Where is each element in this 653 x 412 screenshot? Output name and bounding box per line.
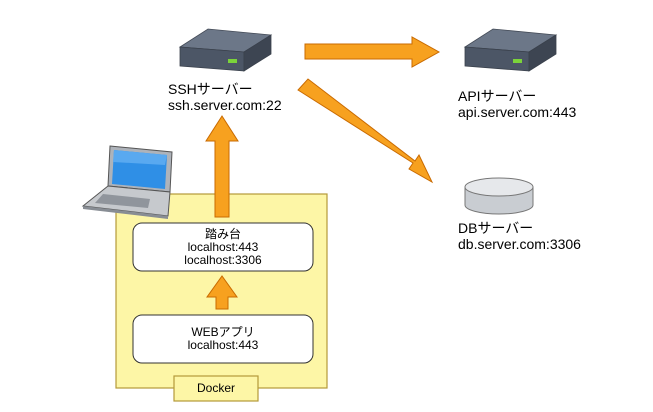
web-app-box — [132, 314, 314, 364]
stepping-stone-label: 踏み台 localhost:443 localhost:3306 — [133, 228, 313, 267]
db-server-label: DBサーバー db.server.com:3306 — [458, 220, 581, 252]
db-server-title: DBサーバー — [458, 220, 534, 236]
web-app-port: localhost:443 — [187, 338, 259, 352]
docker-label: Docker — [196, 381, 235, 395]
arrow-ssh-to-api — [304, 36, 441, 68]
ssh-server-label: SSHサーバー ssh.server.com:22 — [168, 81, 282, 113]
docker-label-box — [173, 375, 259, 402]
stepping-stone-port-3306: localhost:3306 — [184, 253, 262, 267]
api-server-title: APIサーバー — [458, 88, 537, 104]
db-server-host: db.server.com:3306 — [458, 236, 581, 252]
web-app-label: WEBアプリ localhost:443 — [133, 326, 313, 352]
arrow-webapp-to-stepping-stone — [206, 275, 238, 310]
ssh-server-icon — [178, 28, 273, 72]
laptop-icon — [81, 145, 173, 219]
arrow-stepping-stone-to-ssh — [205, 115, 239, 218]
stepping-stone-box — [132, 222, 314, 272]
web-app-title: WEBアプリ — [191, 325, 255, 339]
db-server-icon — [464, 177, 534, 215]
stepping-stone-title: 踏み台 — [204, 227, 241, 241]
api-server-host: api.server.com:443 — [458, 104, 577, 120]
arrow-ssh-to-db — [297, 78, 434, 184]
stepping-stone-port-443: localhost:443 — [187, 240, 259, 254]
api-server-label: APIサーバー api.server.com:443 — [458, 88, 576, 120]
ssh-server-title: SSHサーバー — [168, 81, 253, 97]
api-server-icon — [463, 28, 558, 72]
ssh-server-host: ssh.server.com:22 — [168, 97, 282, 113]
